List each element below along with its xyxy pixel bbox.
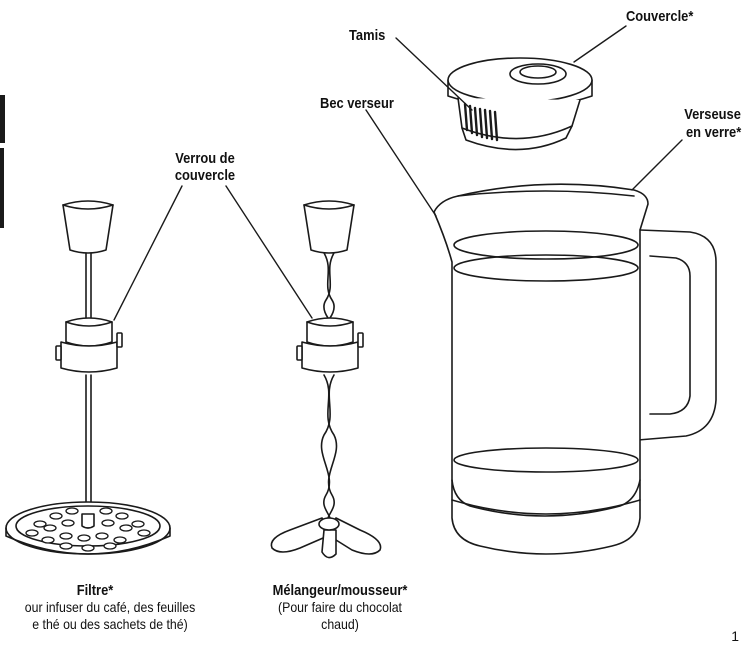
- mixer-caption-line2: chaud): [321, 616, 359, 632]
- filter-caption-line1: our infuser du café, des feuilles: [24, 599, 196, 615]
- lid-lock-label-line1: Verrou de: [175, 150, 235, 167]
- edge-mark: [0, 148, 4, 228]
- lid-lock-label-line2: couvercle: [174, 167, 236, 184]
- strainer-label: Tamis: [349, 27, 386, 44]
- carafe-label-line2: en verre*: [685, 124, 741, 141]
- filter-plunger-icon: [5, 200, 171, 555]
- lid-label: Couvercle*: [625, 8, 693, 25]
- edge-mark: [0, 95, 5, 143]
- frother-plunger-icon: [270, 200, 382, 559]
- lid-icon: [447, 57, 593, 151]
- filter-title: Filtre*: [76, 582, 114, 599]
- mixer-title: Mélangeur/mousseur*: [272, 582, 408, 599]
- leader-lines: [113, 25, 683, 321]
- glass-carafe-icon: [433, 183, 717, 555]
- carafe-label-line1: Verseuse: [684, 106, 741, 123]
- mixer-caption-line1: (Pour faire du chocolat: [278, 599, 402, 615]
- page-number: 1: [731, 628, 739, 644]
- spout-label: Bec verseur: [320, 95, 394, 112]
- filter-caption-line2: e thé ou des sachets de thé): [32, 616, 188, 632]
